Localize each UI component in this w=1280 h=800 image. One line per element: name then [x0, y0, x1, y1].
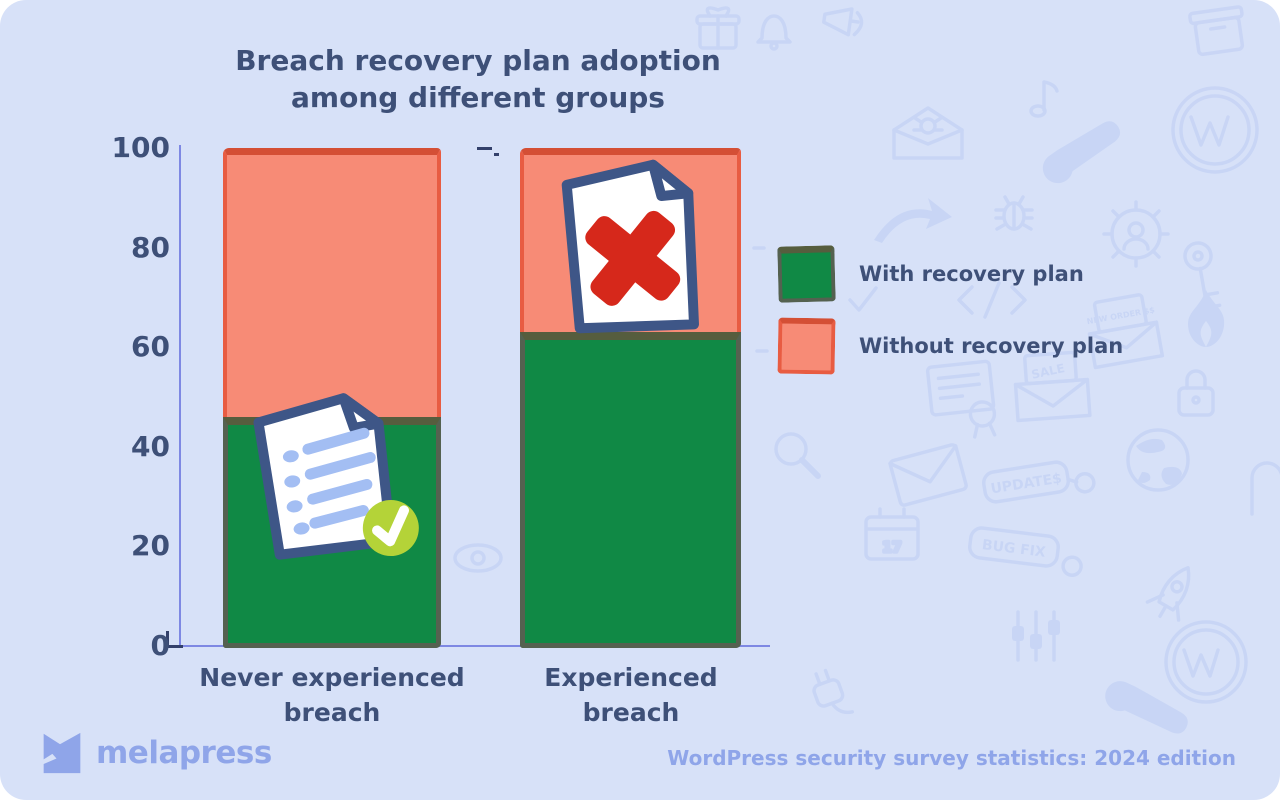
calendar-day-label: 17 — [882, 540, 901, 556]
flame-icon — [1188, 290, 1225, 347]
bug-fix-label: BUG FIX — [981, 537, 1047, 561]
music-note-icon — [1029, 80, 1059, 118]
x-axis-category-label: Never experienced breach — [199, 663, 465, 727]
bar-segment-without-plan — [223, 148, 441, 421]
wordpress-logo-icon-2 — [1164, 620, 1248, 704]
melapress-logo-icon — [43, 732, 81, 774]
y-axis-line — [179, 145, 181, 647]
bug-fix-tag-icon: BUG FIX — [968, 526, 1083, 577]
brand-lockup: melapress — [40, 730, 272, 776]
calendar-icon: 17 — [864, 507, 920, 561]
x-axis-category-label: Experienced breach — [544, 663, 718, 727]
y-axis-tick-label: 100 — [111, 131, 170, 164]
megaphone-icon — [822, 7, 864, 37]
hook-icon — [1250, 461, 1280, 516]
sale-label: SALE — [1030, 361, 1066, 382]
y-axis-tick-label: 20 — [131, 529, 170, 563]
wrench-icon — [1042, 121, 1121, 184]
padlock-icon — [1177, 369, 1215, 417]
gift-icon — [695, 6, 741, 50]
wrench-icon-2 — [1105, 681, 1188, 734]
legend-swatch-with-plan — [777, 245, 836, 303]
new-order-envelope-icon: NEW ORDER $$ — [1086, 293, 1165, 370]
x-axis-line — [177, 645, 770, 647]
certificate-icon — [925, 359, 997, 439]
approved-checklist-document-icon — [253, 393, 419, 560]
legend-item-without-plan: Without recovery plan — [777, 317, 1124, 375]
globe-icon — [1126, 428, 1190, 492]
legend: With recovery plan Without recovery plan — [777, 245, 1124, 390]
plug-icon — [812, 668, 855, 715]
updates-tag-icon: UPDATE$ — [982, 460, 1096, 504]
y-axis-tick-label: 40 — [131, 429, 170, 463]
legend-item-with-plan: With recovery plan — [777, 245, 1123, 303]
arrow-icon — [874, 198, 952, 243]
y-axis-tick-label: 60 — [131, 330, 170, 364]
envelope-icon — [888, 443, 968, 507]
hand-drawn-tick-mark — [477, 147, 492, 150]
legend-label-with-plan: With recovery plan — [859, 262, 1084, 286]
sliders-icon — [1012, 610, 1060, 662]
gear-icon — [1102, 200, 1170, 268]
y-axis-tick-label: 80 — [131, 230, 170, 264]
checkmark-icon — [848, 286, 878, 312]
hand-drawn-tick-dot — [494, 153, 499, 156]
legend-label-without-plan: Without recovery plan — [859, 334, 1124, 358]
chart-title-line2: among different groups — [291, 81, 665, 114]
wordpress-logo-icon — [1171, 86, 1259, 174]
rejected-document-icon — [561, 159, 699, 334]
bell-icon — [756, 14, 792, 51]
open-envelope-bug-icon — [892, 106, 964, 160]
rocket-icon — [1145, 566, 1191, 622]
legend-swatch-without-plan — [777, 317, 836, 375]
dash-marks — [752, 246, 769, 353]
source-note: WordPress security survey statistics: 20… — [667, 746, 1236, 770]
box-icon — [1188, 5, 1245, 57]
origin-tick-mark — [166, 631, 183, 648]
bug-icon — [994, 195, 1034, 231]
sale-envelope-icon: SALE — [1013, 350, 1092, 423]
y-axis-tick-label: 0 — [150, 629, 170, 662]
chart-title: Breach recovery plan adoption among diff… — [148, 42, 808, 116]
eye-icon — [453, 543, 503, 573]
magnifier-icon — [774, 432, 821, 479]
code-brackets-icon — [957, 281, 1027, 319]
bar-segment-with-plan — [520, 332, 741, 648]
chart-title-line1: Breach recovery plan adoption — [235, 44, 721, 77]
brand-name: melapress — [96, 735, 272, 771]
